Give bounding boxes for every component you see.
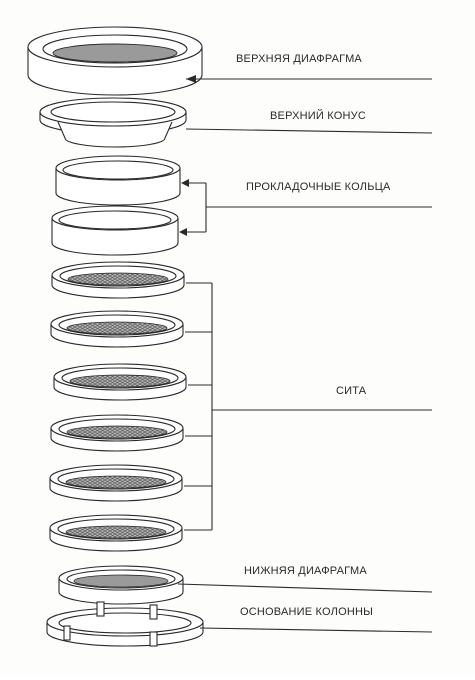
leader-column-base: [199, 627, 433, 633]
label-top-cone: ВЕРХНИЙ КОНУС: [270, 109, 366, 122]
top-diaphragm: [27, 26, 203, 96]
sieve-3: [53, 363, 187, 401]
sieve-5: [49, 464, 183, 502]
leader-bottom-diaphragm: [177, 583, 433, 593]
leader-spacer-rings: [179, 179, 432, 236]
leader-top-diaphragm: [186, 75, 432, 83]
label-sieves: СИТА: [336, 385, 367, 397]
column-base: [46, 601, 204, 647]
label-bottom-diaphragm: НИЖНЯЯ ДИАФРАГМА: [244, 565, 367, 577]
label-column-base: ОСНОВАНИЕ КОЛОННЫ: [240, 606, 373, 618]
top-cone: [39, 97, 187, 148]
sieve-6: [49, 514, 183, 552]
leader-sieves: [184, 282, 432, 531]
label-spacer-rings: ПРОКЛАДОЧНЫЕ КОЛЬЦА: [246, 181, 391, 193]
spacer-ring-1: [55, 155, 181, 206]
leader-top-cone: [185, 128, 433, 134]
sieve-2: [50, 310, 184, 348]
label-top-diaphragm: ВЕРХНЯЯ ДИАФРАГМА: [236, 53, 362, 65]
bottom-diaphragm: [58, 565, 184, 605]
top-diaphragm-mesh: [52, 43, 178, 63]
sieve-4: [50, 414, 184, 452]
spacer-ring-2: [51, 205, 179, 256]
sieve-1: [51, 261, 185, 299]
bottom-diaphragm-mesh: [73, 574, 169, 588]
